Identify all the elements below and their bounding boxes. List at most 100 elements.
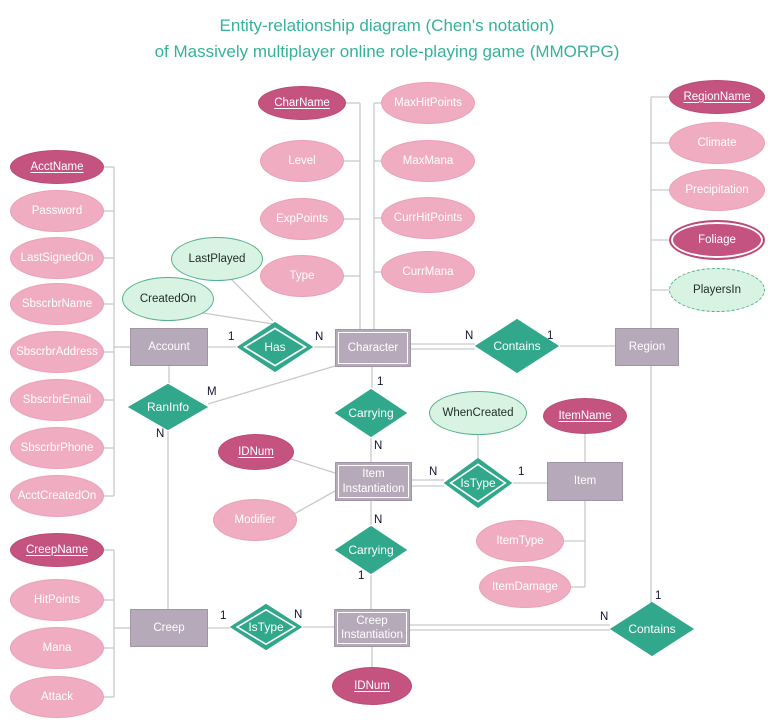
attribute-sbscrbrname: SbscrbrName — [10, 283, 104, 325]
idnum-item-label: IDNum — [238, 445, 274, 458]
cardinality-carrying-character-bottom: N — [374, 440, 383, 452]
edge-region-attributes — [650, 96, 669, 328]
acctcreatedon-label: AcctCreatedOn — [17, 489, 97, 502]
attribute-level: Level — [260, 140, 344, 182]
contains-creep-diamond-shape — [609, 601, 695, 657]
carrying-creep-diamond-shape — [334, 525, 408, 575]
edge-creep-row — [208, 624, 610, 631]
relationship-carrying-creep: Carrying — [334, 525, 408, 575]
contains-region-label: Contains — [493, 339, 541, 353]
attribute-type: Type — [260, 255, 344, 297]
key-attribute-acctname: AcctName — [10, 150, 104, 184]
attribute-sbscrbrphone: SbscrbrPhone — [10, 427, 104, 469]
foliage-label: Foliage — [698, 233, 736, 246]
key-attribute-regionname: RegionName — [669, 80, 765, 114]
istype-creep-diamond-shape — [229, 603, 303, 651]
key-attribute-itemname: ItemName — [543, 398, 627, 434]
has-diamond-shape — [236, 321, 314, 373]
attribute-modifier: Modifier — [213, 499, 297, 541]
sbscrbrphone-label: SbscrbrPhone — [20, 441, 94, 454]
entity-account: Account — [130, 328, 208, 366]
entity-creep: Creep — [130, 609, 208, 647]
lastsignedon-label: LastSignedOn — [20, 251, 94, 264]
password-label: Password — [31, 204, 83, 217]
exppoints-label: ExpPoints — [276, 212, 328, 225]
contains-region-diamond-shape — [474, 318, 560, 374]
precipitation-label: Precipitation — [685, 183, 749, 196]
relationship-istype-item: IsType — [443, 457, 513, 509]
edge-character-attributes — [344, 102, 381, 329]
attribute-sbscrbraddress: SbscrbrAddress — [10, 331, 104, 373]
istype-creep-label: IsType — [248, 620, 284, 634]
carrying-creep-label: Carrying — [348, 543, 394, 557]
edge-has-attributes — [202, 278, 274, 325]
lastplayed-label: LastPlayed — [188, 252, 246, 265]
cardinality-contains-creep-top: 1 — [655, 590, 662, 602]
itemdamage-label: ItemDamage — [492, 580, 558, 593]
attribute-createdon: CreatedOn — [122, 277, 214, 321]
attribute-lastplayed: LastPlayed — [171, 237, 263, 281]
attack-label: Attack — [41, 690, 73, 703]
level-label: Level — [288, 154, 316, 167]
contains-creep-label: Contains — [628, 622, 676, 636]
diagram-title-line1: Entity-relationship diagram (Chen's nota… — [219, 16, 555, 35]
cardinality-carrying-creep-top: N — [374, 514, 383, 526]
attribute-hitpoints: HitPoints — [10, 579, 104, 621]
attribute-maxhitpoints: MaxHitPoints — [381, 82, 475, 124]
attribute-currhitpoints: CurrHitPoints — [381, 197, 475, 239]
carrying-character-label: Carrying — [348, 406, 394, 420]
diagram-title-line2: of Massively multiplayer online role-pla… — [154, 41, 620, 61]
currmana-label: CurrMana — [402, 265, 454, 278]
attribute-exppoints: ExpPoints — [260, 198, 344, 240]
istype-item-diamond-shape — [443, 457, 513, 509]
relationship-contains-region: Contains — [474, 318, 560, 374]
attribute-password: Password — [10, 190, 104, 232]
sbscrbrname-label: SbscrbrName — [21, 297, 93, 310]
key-attribute-creepname: CreepName — [10, 533, 104, 567]
region-label: Region — [628, 340, 666, 353]
has-label: Has — [264, 340, 286, 354]
relationship-has: Has — [236, 321, 314, 373]
cardinality-has-left: 1 — [228, 331, 235, 343]
item-label: Item — [573, 475, 597, 488]
attribute-itemdamage: ItemDamage — [479, 566, 571, 608]
relationship-carrying-character: Carrying — [334, 388, 408, 438]
maxhitpoints-label: MaxHitPoints — [394, 96, 462, 109]
entity-region: Region — [615, 328, 679, 366]
cardinality-contains-region-left: N — [465, 330, 474, 342]
idnum-creep-label: IDNum — [354, 679, 390, 692]
playersin-label: PlayersIn — [693, 283, 741, 296]
edge-item-attributes — [564, 434, 586, 588]
whencreated-label: WhenCreated — [442, 406, 514, 419]
attribute-precipitation: Precipitation — [669, 169, 765, 211]
raninfo-diamond-shape — [127, 383, 209, 431]
attribute-mana: Mana — [10, 627, 104, 669]
attribute-whencreated: WhenCreated — [429, 391, 527, 435]
cardinality-contains-creep-left: N — [600, 611, 609, 623]
edge-carrying-character — [370, 367, 373, 462]
cardinality-istype-item-left: N — [429, 466, 438, 478]
attribute-sbscrbremail: SbscrbrEmail — [10, 379, 104, 421]
cardinality-carrying-creep-bottom: 1 — [358, 570, 365, 582]
key-attribute-charname: CharName — [258, 86, 346, 120]
maxmana-label: MaxMana — [402, 154, 454, 167]
relationship-contains-creep: Contains — [609, 601, 695, 657]
cardinality-has-right: N — [315, 331, 324, 343]
istype-item-label: IsType — [460, 476, 496, 490]
entity-item: Item — [547, 462, 623, 501]
regionname-label: RegionName — [683, 90, 751, 103]
sbscrbremail-label: SbscrbrEmail — [22, 393, 92, 406]
type-label: Type — [289, 269, 315, 282]
modifier-label: Modifier — [234, 513, 276, 526]
attribute-attack: Attack — [10, 676, 104, 718]
edge-main-row — [208, 343, 615, 350]
carrying-character-diamond-shape — [334, 388, 408, 438]
acctname-label: AcctName — [30, 160, 84, 173]
mana-label: Mana — [42, 641, 72, 654]
cardinality-istype-item-right: 1 — [518, 466, 525, 478]
attribute-currmana: CurrMana — [381, 251, 475, 293]
item-instantiation-label: Item Instantiation — [342, 468, 405, 495]
edge-raninfo — [167, 365, 336, 609]
key-attribute-idnum-creep: IDNum — [332, 667, 412, 705]
